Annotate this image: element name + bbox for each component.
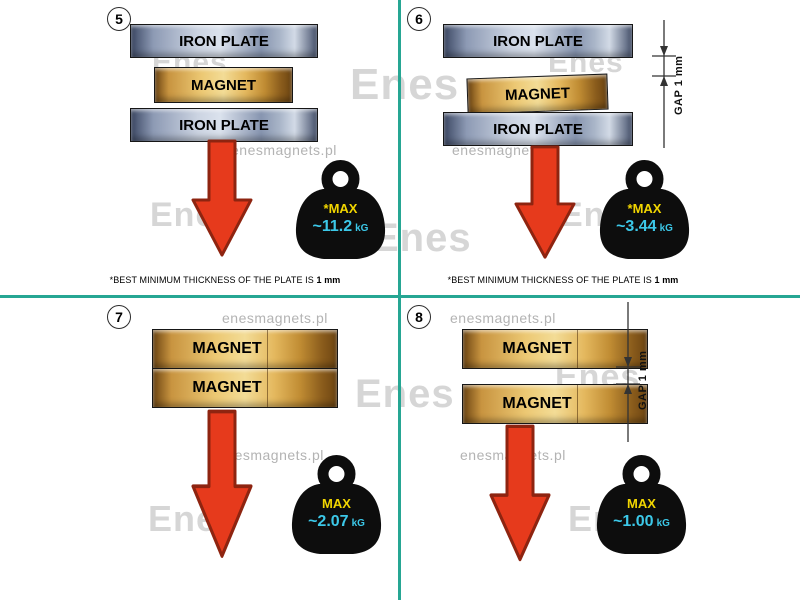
value-number: ~2.07 [308,513,349,530]
gap-dimension-lines [616,302,640,442]
value-unit: kG [355,223,369,234]
pull-force-down-arrow-icon [191,409,253,558]
pull-force-down-arrow-icon [489,424,551,562]
panel-number: 7 [107,305,131,329]
panel-number: 8 [407,305,431,329]
value-unit: kG [656,518,670,529]
pull-force-down-arrow-icon [514,145,576,259]
footnote: *BEST MINIMUM THICKNESS OF THE PLATE IS … [428,275,698,285]
watermark-logo: Enes [372,216,472,260]
max-label: MAX [627,496,656,511]
gap-dimension-lines [652,20,676,148]
max-label: *MAX [323,201,358,216]
max-label: MAX [322,496,351,511]
magnet-bar: MAGNET [466,73,609,115]
vertical-divider [398,0,401,600]
magnet-bar: MAGNET [462,329,648,369]
value-unit: kG [659,223,673,234]
watermark-logo: Enes [355,372,455,416]
value-number: ~1.00 [613,513,654,530]
panel-number: 5 [107,7,131,31]
pull-force-down-arrow-icon [191,139,253,257]
magnet-bar: MAGNET [152,329,338,369]
value-unit: kG [351,518,365,529]
magnet-bar: MAGNET [152,368,338,408]
footnote-text: *BEST MINIMUM THICKNESS OF THE PLATE IS [109,275,314,285]
iron-plate-bar: IRON PLATE [443,24,633,58]
watermark-logo: Enes [350,60,460,109]
iron-plate-bar: IRON PLATE [130,108,318,142]
panel-number: 6 [407,7,431,31]
footnote-text: *BEST MINIMUM THICKNESS OF THE PLATE IS [447,275,652,285]
iron-plate-bar: IRON PLATE [130,24,318,58]
footnote: *BEST MINIMUM THICKNESS OF THE PLATE IS … [90,275,360,285]
watermark-url: enesmagnets.pl [231,142,337,158]
magnet-bar: MAGNET [154,67,293,103]
magnet-bar: MAGNET [462,384,648,424]
max-label: *MAX [627,201,662,216]
value-number: ~3.44 [616,218,657,235]
watermark-url: enesmagnets.pl [222,310,328,326]
footnote-bold: 1 mm [316,275,341,285]
watermark-url: enesmagnets.pl [450,310,556,326]
horizontal-divider [0,295,800,298]
watermark-url: enesmagnets.pl [218,447,324,463]
gap-label: GAP 1 mm [637,350,649,410]
footnote-bold: 1 mm [654,275,679,285]
gap-label: GAP 1 mm [673,55,685,115]
iron-plate-bar: IRON PLATE [443,112,633,146]
value-number: ~11.2 [312,218,353,235]
